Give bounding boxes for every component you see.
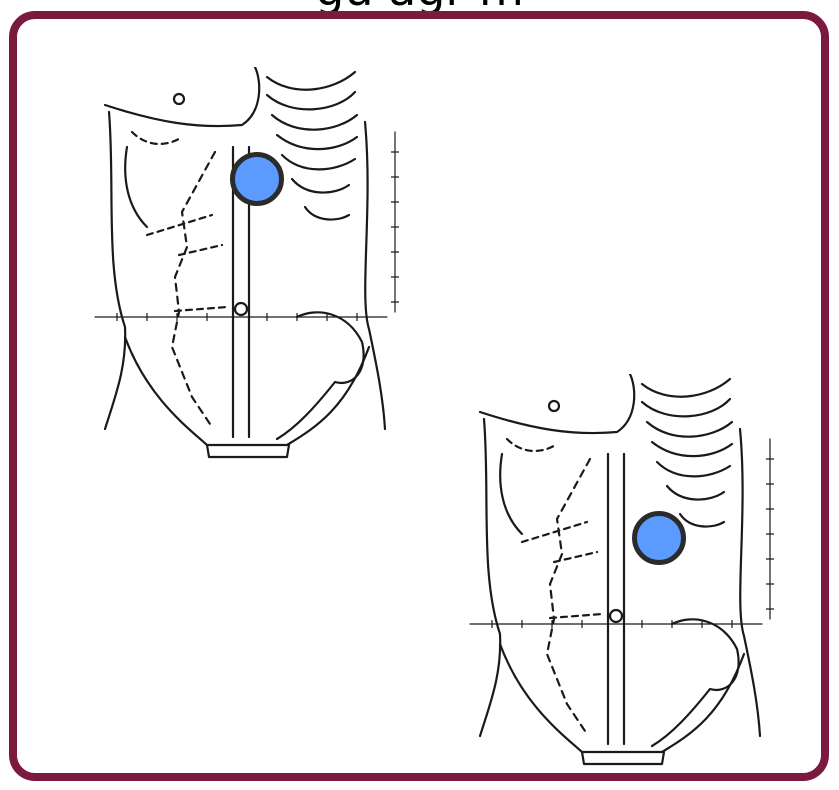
left-upper-quadrant-marker — [632, 511, 686, 565]
abdomen-diagram-upper — [87, 67, 407, 467]
abdomen-diagram-lower — [462, 374, 782, 774]
diagram-frame — [9, 11, 829, 781]
epigastric-marker — [230, 152, 284, 206]
